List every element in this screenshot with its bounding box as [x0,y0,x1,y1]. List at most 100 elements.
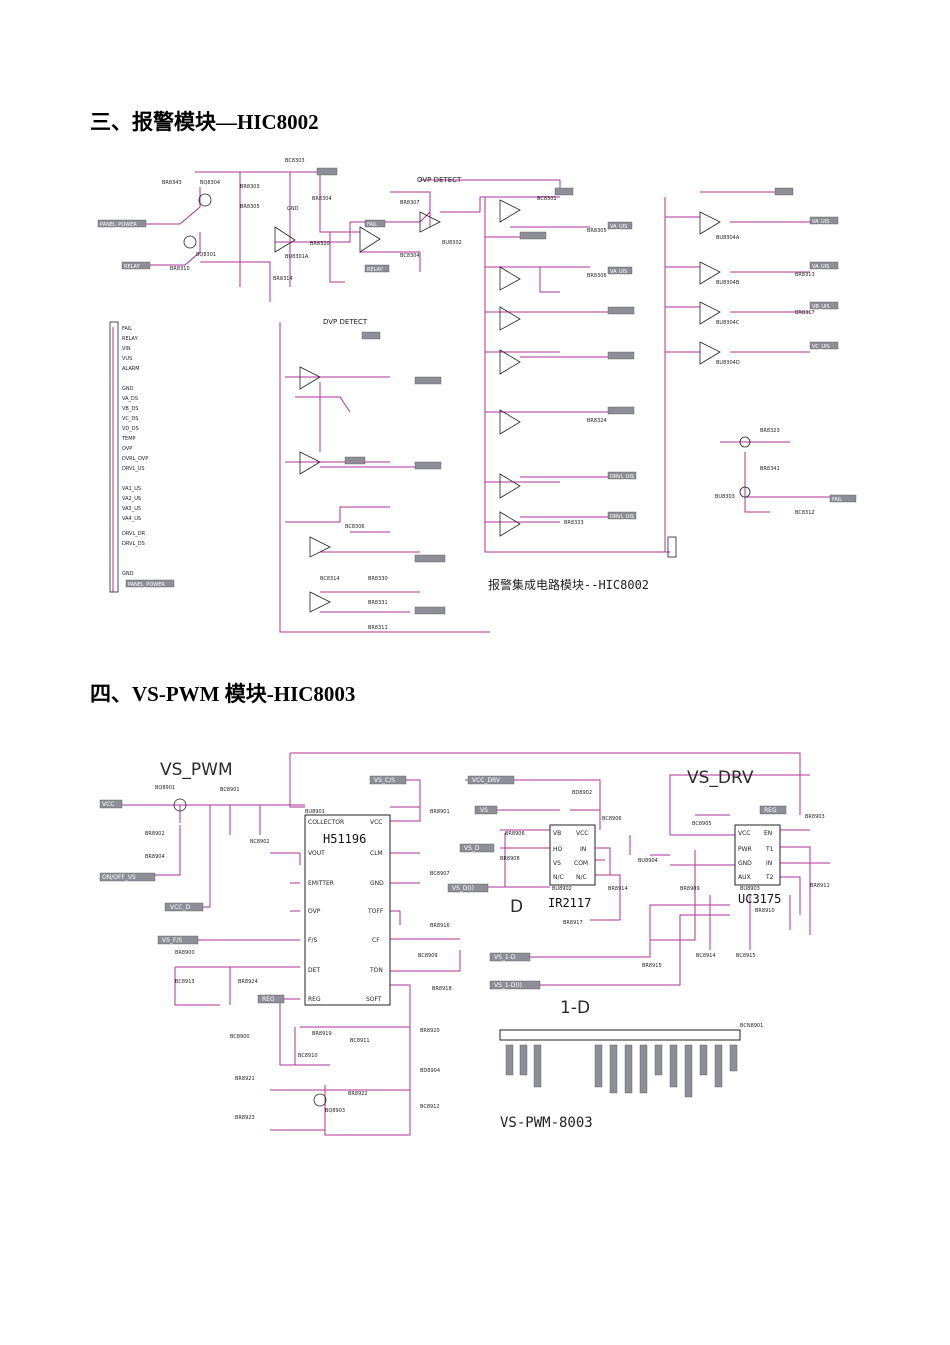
svg-text:BR8305: BR8305 [240,204,260,210]
svg-text:BR8317: BR8317 [795,310,815,316]
svg-text:IN: IN [766,860,772,867]
svg-text:BR8909: BR8909 [680,886,700,892]
svg-text:TOFF: TOFF [367,908,384,915]
svg-text:VA1_US: VA1_US [122,486,141,492]
svg-text:BR8333: BR8333 [564,520,584,526]
svg-text:BR8313: BR8313 [795,272,815,278]
svg-text:BQ8304: BQ8304 [200,180,220,186]
svg-text:VCC: VCC [370,819,382,826]
svg-text:TEMP: TEMP [121,436,136,442]
chip3-pin-names: VCC EN PWR T1 GND IN AUX T2 [738,830,774,881]
svg-text:DRVL_US: DRVL_US [122,466,145,472]
svg-text:VB: VB [553,830,561,837]
svg-text:BR8920: BR8920 [420,1028,440,1034]
tag-vcc-d: VCC_D [170,904,190,911]
tag-vs-d-i: VS_D(I) [452,885,474,892]
svg-text:BC8912: BC8912 [420,1104,440,1110]
svg-text:BR8903: BR8903 [805,814,825,820]
svg-text:BR8306: BR8306 [587,273,607,279]
svg-text:TON: TON [369,967,383,974]
vs-pwm-module-schematic: VCC ON/OFF_VS VCC_D VS_F/S REG VS_C/S VC… [90,745,858,1150]
schematic-caption-8002: 报警集成电路模块--HIC8002 [488,577,649,592]
svg-text:OVP: OVP [308,908,321,915]
label-d: D [510,897,523,917]
svg-text:EMITTER: EMITTER [308,880,334,887]
chip1-pin-names: COLLECTOR VOUT EMITTER OVP F/S DET REG V… [308,819,384,1003]
tag-vs-1-d: VS_1-D [494,954,516,961]
vs-drv-title: VS_DRV [687,768,754,788]
svg-text:BR8923: BR8923 [235,1115,255,1121]
svg-text:BC8905: BC8905 [692,821,712,827]
svg-text:IN: IN [580,846,586,853]
svg-text:GND: GND [122,571,134,577]
svg-text:ALARM: ALARM [122,366,140,372]
tag-fail: FAIL [367,222,377,228]
svg-text:BC8910: BC8910 [298,1053,318,1059]
svg-text:VA2_US: VA2_US [122,496,141,502]
tag-panel-power-bottom: PANEL_POWER [128,582,165,588]
svg-text:VC_DS: VC_DS [122,416,138,422]
tag-panel-power: PANEL_POWER [100,222,137,228]
tag-va-uis-2: VA_UIS [610,269,627,275]
svg-text:VA_DS: VA_DS [122,396,138,402]
svg-text:BC8909: BC8909 [418,953,438,959]
svg-text:BC8312: BC8312 [795,510,815,516]
svg-text:VA3_US: VA3_US [122,506,141,512]
svg-text:BU8901: BU8901 [305,809,325,815]
svg-text:VA4_US: VA4_US [122,516,141,522]
svg-text:BR8917: BR8917 [563,920,583,926]
tag-drvl-uis-1: DRVL_UIS [610,474,634,480]
svg-text:BR8908: BR8908 [500,856,520,862]
tag-relay-2: RELAY [367,267,384,273]
svg-text:BR8307: BR8307 [400,200,420,206]
svg-text:GND: GND [370,880,384,887]
tag-vcc: VCC [102,801,114,808]
svg-text:F/S: F/S [308,937,317,944]
tag-on-off-vs: ON/OFF_VS [102,874,136,881]
svg-text:N/C: N/C [553,874,564,881]
svg-text:VIN: VIN [122,346,131,352]
svg-text:BC8303: BC8303 [285,158,305,164]
svg-text:VCC: VCC [576,830,588,837]
svg-text:BR8902: BR8902 [145,831,165,837]
svg-text:BR8906: BR8906 [505,831,525,837]
svg-text:BR8924: BR8924 [238,979,258,985]
svg-text:FAIL: FAIL [122,326,132,332]
svg-text:BR8914: BR8914 [608,886,628,892]
svg-text:BR8330: BR8330 [368,576,388,582]
svg-text:BU8304C: BU8304C [716,320,740,326]
dvp-detect-title: DVP DETECT [323,318,368,326]
svg-text:BR8901: BR8901 [430,809,450,815]
svg-text:BR8904: BR8904 [145,854,165,860]
svg-text:BC8907: BC8907 [430,871,450,877]
svg-text:BU8904: BU8904 [638,858,658,864]
tag-vb-uis: VB_UIS [812,304,830,310]
svg-text:BC8900: BC8900 [230,1034,250,1040]
svg-text:BU8301A: BU8301A [285,254,309,260]
svg-text:BU8902: BU8902 [552,886,572,892]
svg-text:DET: DET [308,967,320,974]
svg-text:BC8902: BC8902 [250,839,270,845]
svg-text:BD8904: BD8904 [420,1068,440,1074]
svg-text:BR8921: BR8921 [235,1076,255,1082]
svg-text:OVP: OVP [122,446,132,452]
svg-text:BR8900: BR8900 [175,950,195,956]
svg-text:BR8305: BR8305 [587,228,607,234]
svg-text:BR8916: BR8916 [430,923,450,929]
svg-text:BR8304: BR8304 [312,196,332,202]
svg-text:COM: COM [574,860,588,867]
tag-reg: REG [262,996,275,1003]
svg-text:BU8302: BU8302 [442,240,462,246]
svg-text:BR8310: BR8310 [170,266,190,272]
tag-vc-uis: VC_UIS [812,344,830,350]
svg-text:RELAY: RELAY [122,336,139,342]
svg-text:BC8306: BC8306 [345,524,365,530]
svg-text:BR8320: BR8320 [310,241,330,247]
svg-text:VS: VS [553,860,561,867]
svg-text:BC8304: BC8304 [400,253,420,259]
alarm-module-schematic: PANEL_POWER RELAY FAIL RELAY VA_UIS VA_U… [90,152,858,654]
svg-text:GND: GND [287,206,299,212]
svg-text:BU8304A: BU8304A [716,235,740,241]
component-labels-8003: BQ8901 BC8901 BU8901 BR8902 BR8904 BC890… [145,785,830,1121]
svg-text:T1: T1 [765,846,774,853]
